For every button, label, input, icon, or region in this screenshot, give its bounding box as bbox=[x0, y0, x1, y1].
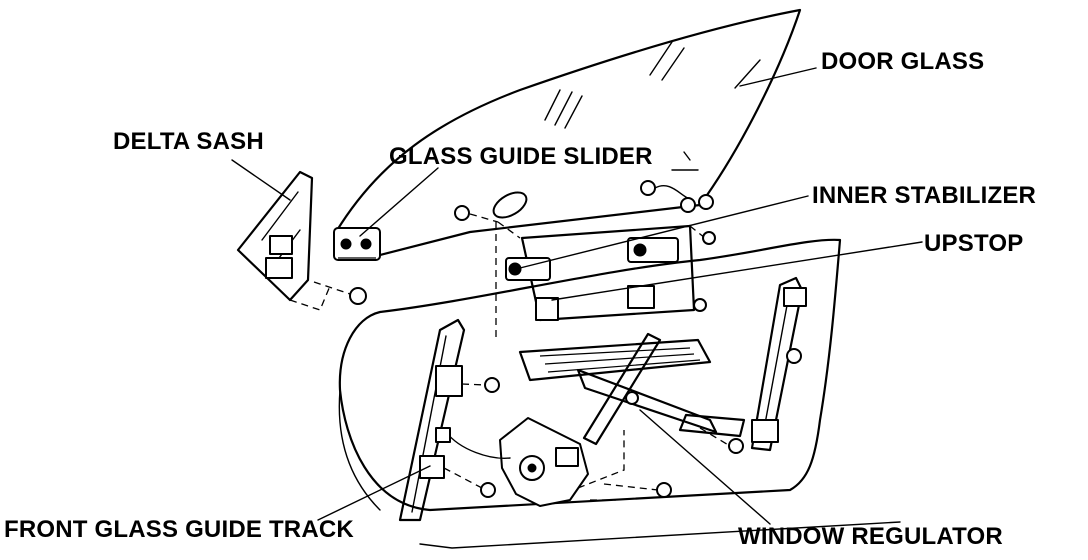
front-glass-guide-track-part bbox=[398, 318, 500, 522]
glass-guide-slider-part bbox=[333, 227, 381, 261]
inner-stabilizer-part bbox=[454, 180, 714, 221]
guide-bracket-assembly bbox=[495, 221, 716, 340]
leader-bottom-extend bbox=[419, 521, 901, 549]
leader-window-regulator bbox=[639, 409, 771, 525]
door-inner-panel bbox=[338, 238, 842, 512]
leader-glass-guide-slider-bracket bbox=[671, 151, 699, 171]
regulator-motor-part bbox=[435, 417, 672, 507]
label-inner-stabilizer: INNER STABILIZER bbox=[812, 182, 1037, 209]
rear-glass-guide-track-part bbox=[728, 276, 807, 454]
label-glass-guide-slider: GLASS GUIDE SLIDER bbox=[389, 143, 653, 170]
label-upstop: UPSTOP bbox=[924, 230, 1024, 257]
leader-glass-guide-slider bbox=[359, 167, 439, 237]
leader-lines bbox=[231, 67, 923, 549]
label-door-glass: DOOR GLASS bbox=[821, 48, 985, 75]
leader-front-glass-guide-track bbox=[317, 465, 431, 521]
leader-delta-sash bbox=[231, 159, 291, 201]
assembly-dash-lines bbox=[313, 213, 731, 491]
label-delta-sash: DELTA SASH bbox=[113, 128, 264, 155]
label-window-regulator: WINDOW REGULATOR bbox=[738, 523, 1003, 550]
label-front-glass-guide-track: FRONT GLASS GUIDE TRACK bbox=[4, 516, 354, 543]
leader-inner-stabilizer bbox=[511, 195, 809, 271]
window-regulator-part bbox=[518, 332, 746, 446]
door-glass-pane bbox=[334, 8, 802, 257]
delta-sash-part bbox=[236, 170, 367, 311]
leader-upstop bbox=[551, 241, 923, 301]
leader-door-glass bbox=[739, 67, 817, 87]
